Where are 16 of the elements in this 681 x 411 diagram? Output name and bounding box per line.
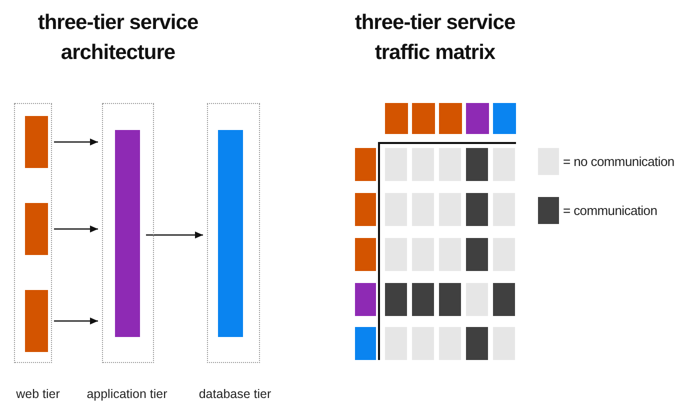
tier-bar <box>25 290 48 352</box>
arrow <box>54 225 98 233</box>
arrow <box>54 138 98 146</box>
tier-label: application tier <box>86 387 168 401</box>
tier-bar <box>115 130 140 337</box>
tier-bar <box>218 130 243 337</box>
tier-label: web tier <box>16 387 60 401</box>
heading: three-tier service traffic matrix <box>354 10 516 66</box>
legend-label: = no communication <box>563 154 674 169</box>
heading: three-tier service architecture <box>36 10 200 66</box>
tier-bar <box>25 203 48 255</box>
tier-label: database tier <box>198 387 272 401</box>
tier-bar <box>25 116 48 168</box>
legend-label: = communication <box>563 203 658 218</box>
arrow <box>146 231 203 239</box>
arrow <box>54 317 98 325</box>
